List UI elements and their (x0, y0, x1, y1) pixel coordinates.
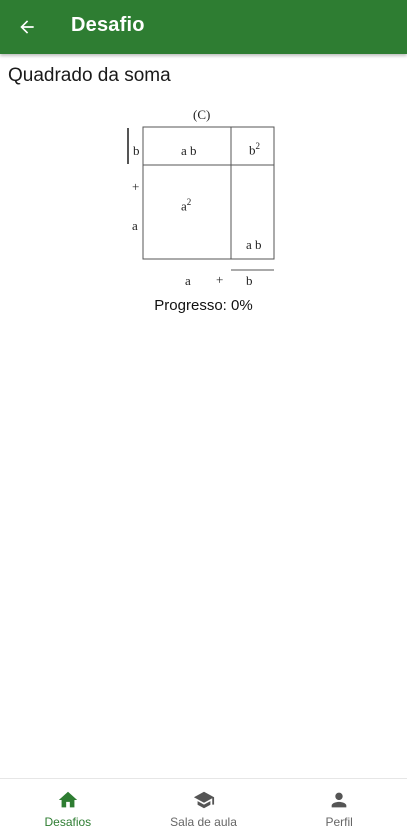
cell-top-right-exp: 2 (255, 141, 261, 151)
nav-perfil[interactable]: Perfil (271, 779, 407, 832)
left-a-label: a (132, 218, 138, 233)
person-icon (328, 789, 350, 811)
figure-caption: (C) (193, 107, 211, 122)
progress-text: Progresso: 0% (154, 297, 253, 314)
square-of-sum-figure: (C) a b b2 a2 a b b + a a + b (120, 103, 285, 293)
bottom-navigation: Desafios Sala de aula Perfil (0, 778, 407, 832)
cell-top-left-label: a b (181, 143, 197, 158)
outer-square (142, 126, 275, 260)
nav-desafios[interactable]: Desafios (0, 779, 136, 832)
cell-big-label: a2 (181, 197, 191, 214)
page-title: Quadrado da soma (8, 65, 171, 86)
bottom-b-label: b (246, 273, 253, 288)
cell-top-right-label: b2 (249, 141, 260, 158)
cell-big-exp: 2 (186, 197, 192, 207)
nav-desafios-label: Desafios (44, 815, 92, 829)
cell-top-right-base: b (249, 142, 256, 158)
nav-sala-de-aula-label: Sala de aula (170, 815, 237, 829)
left-b-label: b (133, 143, 140, 158)
left-plus-label: + (132, 179, 140, 194)
graduation-cap-icon (193, 789, 215, 811)
home-icon (57, 789, 79, 811)
nav-perfil-label: Perfil (325, 815, 353, 829)
nav-sala-de-aula[interactable]: Sala de aula (136, 779, 272, 832)
app-bar-title: Desafio (71, 14, 145, 36)
figure-lines (127, 126, 275, 271)
back-button[interactable] (12, 12, 42, 42)
app-bar: Desafio (0, 0, 407, 54)
arrow-left-icon (20, 20, 34, 34)
cell-bottom-right-label: a b (246, 237, 262, 252)
bottom-a-label: a (185, 273, 191, 288)
bottom-plus-label: + (216, 272, 224, 287)
cell-big-base: a (181, 198, 187, 214)
